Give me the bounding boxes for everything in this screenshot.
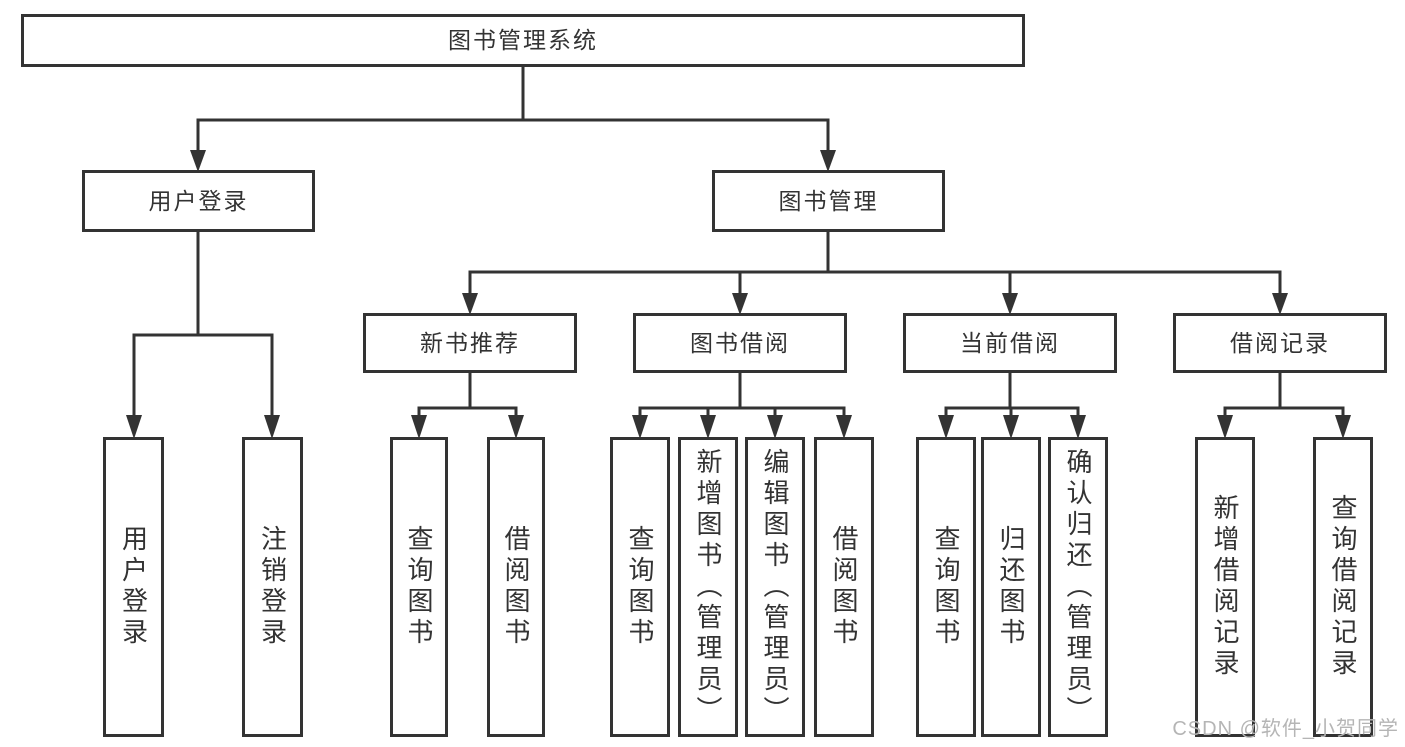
node-leaf-user-login: 用户登录 (103, 437, 164, 737)
node-leaf-query-books-current: 查询图书 (916, 437, 976, 737)
connector-borrow-records-branch (1223, 371, 1345, 419)
node-label: 图书借阅 (690, 329, 790, 356)
connector-current-borrow-arrowheads (938, 415, 1086, 439)
node-leaf-borrow-books: 借阅图书 (814, 437, 874, 737)
node-label: 查询图书 (404, 525, 434, 649)
connector-book-management-branch (468, 230, 1282, 297)
node-label: 查询借阅记录 (1328, 494, 1358, 680)
csdn-watermark: CSDN @软件_小贺同学 (1172, 718, 1399, 740)
node-leaf-add-borrow-record: 新增借阅记录 (1195, 437, 1255, 737)
node-label: 注销登录 (257, 525, 288, 649)
node-label: 编辑图书（管理员） (760, 447, 790, 727)
connector-new-book-branch (417, 371, 518, 419)
node-label: 借阅图书 (501, 525, 531, 649)
node-label: 查询图书 (625, 525, 655, 649)
node-label: 查询图书 (931, 525, 961, 649)
node-label: 借阅图书 (829, 525, 859, 649)
node-book-management: 图书管理 (712, 170, 945, 232)
node-book-borrow: 图书借阅 (633, 313, 847, 373)
node-label: 新增借阅记录 (1210, 494, 1240, 680)
connector-borrow-records-arrowheads (1217, 415, 1351, 439)
node-label: 新增图书（管理员） (693, 447, 723, 727)
node-leaf-confirm-return-admin: 确认归还（管理员） (1048, 437, 1108, 737)
connector-book-borrow-arrowheads (632, 415, 852, 439)
connector-current-borrow-branch (944, 371, 1080, 419)
node-leaf-query-books-borrow: 查询图书 (610, 437, 670, 737)
connector-book-management-arrowheads (462, 293, 1288, 315)
node-new-book-recommend: 新书推荐 (363, 313, 577, 373)
node-label: 归还图书 (996, 525, 1026, 649)
node-leaf-logout: 注销登录 (242, 437, 303, 737)
connector-user-login-arrowheads (126, 415, 280, 439)
connector-user-login-branch (132, 230, 274, 419)
connector-new-book-arrowheads (411, 415, 524, 439)
node-leaf-edit-books-admin: 编辑图书（管理员） (745, 437, 805, 737)
node-label: 新书推荐 (420, 329, 520, 356)
node-leaf-borrow-books-recommend: 借阅图书 (487, 437, 545, 737)
node-user-login: 用户登录 (82, 170, 315, 232)
node-library-management-system: 图书管理系统 (21, 14, 1025, 67)
node-label: 用户登录 (148, 187, 249, 214)
node-label: 借阅记录 (1230, 329, 1330, 356)
connector-root-to-level2 (196, 63, 830, 154)
node-leaf-query-borrow-record: 查询借阅记录 (1313, 437, 1373, 737)
connector-book-borrow-branch (638, 371, 846, 419)
node-current-borrow: 当前借阅 (903, 313, 1117, 373)
node-label: 图书管理系统 (448, 27, 598, 53)
node-leaf-query-books-recommend: 查询图书 (390, 437, 448, 737)
node-label: 用户登录 (118, 525, 149, 649)
node-label: 确认归还（管理员） (1063, 447, 1093, 727)
node-leaf-return-books: 归还图书 (981, 437, 1041, 737)
node-label: 图书管理 (778, 187, 879, 214)
node-borrow-records: 借阅记录 (1173, 313, 1387, 373)
node-leaf-add-books-admin: 新增图书（管理员） (678, 437, 738, 737)
node-label: 当前借阅 (960, 329, 1060, 356)
connector-root-arrowheads (190, 150, 836, 172)
